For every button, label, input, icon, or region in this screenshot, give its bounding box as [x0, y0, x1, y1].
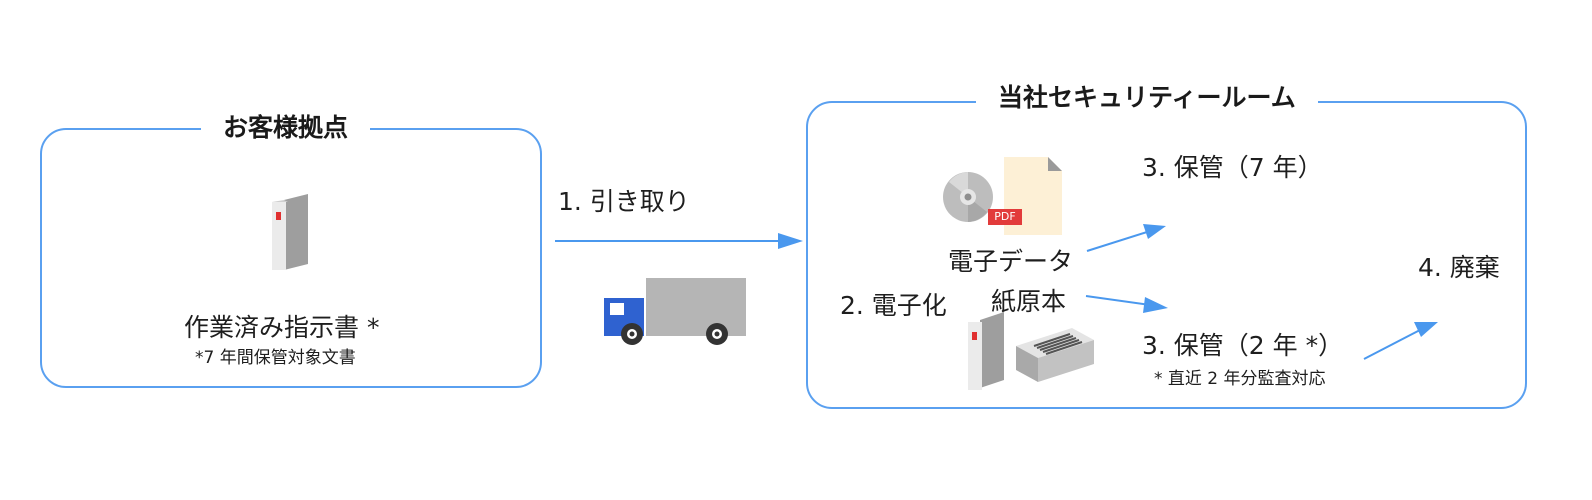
pdf-badge: PDF	[988, 209, 1022, 225]
electronic-data-label: 電子データ	[948, 247, 1074, 276]
binder-icon	[968, 312, 1004, 390]
paper-storage-label: 3. 保管（2 年 *）	[1142, 331, 1344, 360]
to-electronic-storage-arrow	[1086, 224, 1166, 252]
document-label: 作業済み指示書 *	[184, 313, 380, 342]
transfer-arrow	[555, 233, 803, 249]
disc-icon	[943, 172, 993, 222]
to-paper-storage-arrow	[1085, 295, 1168, 313]
transfer-label: 1. 引き取り	[558, 187, 690, 216]
paper-storage-note: * 直近 2 年分監査対応	[1154, 369, 1326, 389]
binder-icon	[272, 194, 308, 270]
electronic-storage-label: 3. 保管（7 年）	[1142, 153, 1323, 182]
disposal-label: 4. 廃棄	[1418, 253, 1500, 282]
security-room-title: 当社セキュリティールーム	[976, 82, 1318, 114]
document-box-icon	[1016, 328, 1094, 382]
truck-icon	[604, 278, 746, 345]
customer-site-title: お客様拠点	[201, 112, 371, 144]
to-disposal-arrow	[1363, 322, 1438, 360]
document-note: *7 年間保管対象文書	[195, 348, 356, 368]
digitize-step-label: 2. 電子化	[840, 291, 947, 320]
paper-original-label: 紙原本	[991, 287, 1067, 316]
